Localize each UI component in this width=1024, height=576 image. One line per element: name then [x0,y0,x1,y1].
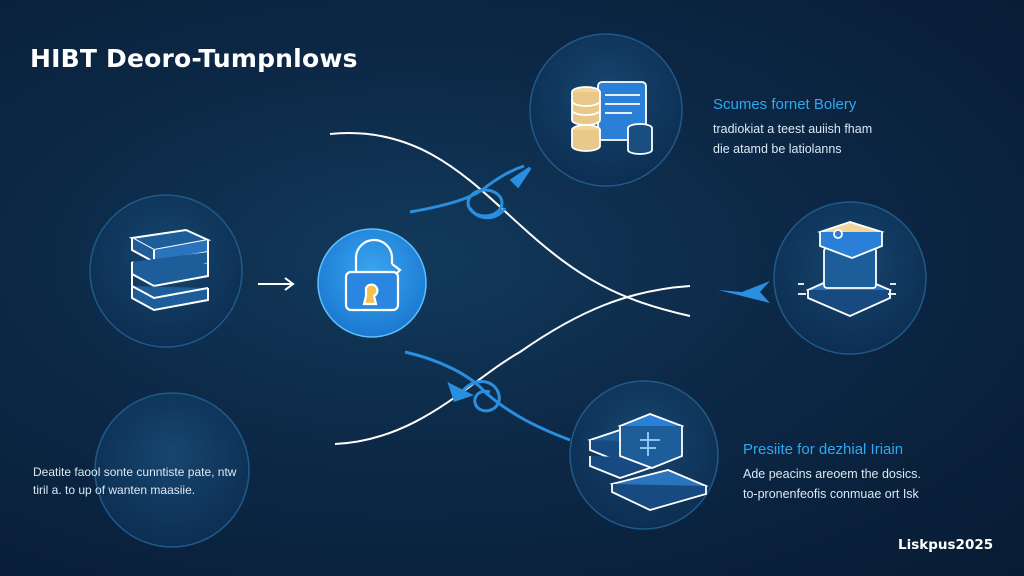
top-node-heading: Scumes fornet Bolery [713,96,857,113]
bottom-left-node-caption: Deatite faool sonte cunntiste pate, ntw … [33,463,236,499]
stacked-servers-icon [128,228,212,312]
knot-bottom [447,380,501,413]
top-node-line-2: die atamd be latiolanns [713,142,842,156]
node-left [89,194,243,348]
node-right [773,201,927,355]
node-bottom-left [94,392,250,548]
diagram-title: HIBT Deoro-Tumpnlows [30,44,358,73]
top-node-line-1: tradiokiat a teest auiish fham [713,122,873,136]
top-node-caption: Scumes fornet Bolery tradiokiat a teest … [713,96,872,159]
brand-logo: Liskpus2025 [898,537,994,553]
bottom-left-node-line-2: tiril a. to up of wanten maasiie. [33,483,196,497]
server-chip-icon [798,221,896,317]
wire-top-to-right [329,132,691,317]
node-center [317,228,427,338]
bottom-left-node-line-1: Deatite faool sonte cunntiste pate, ntw [33,465,237,479]
bottom-right-node-heading: Presiite for dezhial Iriain [743,441,904,458]
node-bottom-right [569,380,719,530]
bottom-right-node-line-1: Ade peacins areoem the dosics. [743,467,921,481]
node-top [529,33,683,187]
wire-bottom-to-top [334,285,691,445]
bottom-right-node-caption: Presiite for dezhial Iriain Ade peacins … [743,441,921,504]
bottom-right-node-line-2: to-pronenfeofis conmuae ort Isk [743,487,919,501]
arrow-to-right-node [718,281,770,303]
server-stack-chip-icon [587,413,709,511]
database-document-icon [571,81,653,155]
wire-blue-bottom [404,350,571,442]
padlock-icon [344,238,402,312]
arrow-short-head [284,277,295,291]
knot-top [466,166,532,220]
